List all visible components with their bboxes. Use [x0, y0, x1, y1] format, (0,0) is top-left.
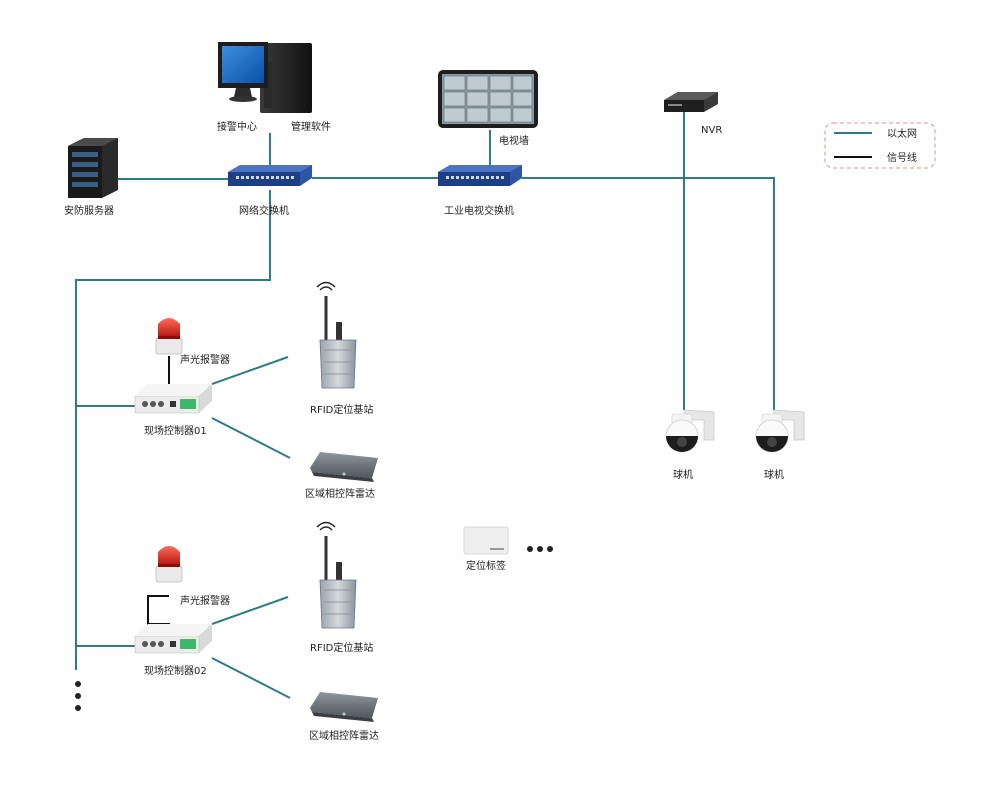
alarm-1-label: 声光报警器: [180, 353, 230, 366]
switch-icon: [228, 165, 312, 186]
rfid-base-station-icon: [316, 521, 357, 629]
nvr-icon: [664, 92, 718, 112]
mgmt-software-label: 管理软件: [291, 120, 331, 133]
controller-icon: [134, 384, 212, 414]
rfid-1-label: RFID定位基站: [310, 403, 373, 416]
tv-wall-label: 电视墙: [499, 134, 529, 147]
radar-1-label: 区域相控阵雷达: [305, 487, 375, 500]
radar-icon: [310, 692, 378, 722]
dome-cam-2-label: 球机: [764, 468, 784, 481]
rfid-base-station-icon: [316, 281, 357, 389]
ethernet-links: [75, 112, 775, 699]
ellipsis-icon: [527, 546, 553, 552]
alarm-light-icon: [155, 318, 183, 355]
radar-2-label: 区域相控阵雷达: [309, 729, 379, 742]
radar-icon: [310, 452, 378, 482]
server-icon: [68, 138, 118, 198]
tag-icon: [463, 526, 509, 555]
legend-signal-label: 信号线: [887, 151, 917, 164]
alarm-light-icon: [155, 546, 183, 583]
link-controller1-radar1: [211, 417, 291, 459]
switch-icon: [438, 165, 522, 186]
industrial-switch-label: 工业电视交换机: [444, 204, 514, 217]
dome-camera-icon: [755, 409, 805, 453]
alarm-center-label: 接警中心: [217, 120, 257, 133]
security-server-label: 安防服务器: [64, 204, 114, 217]
controller-1-label: 现场控制器01: [144, 424, 207, 437]
signal-alarm2-controller2: [147, 595, 170, 625]
tag-label: 定位标签: [466, 559, 506, 572]
dome-camera-icon: [665, 409, 715, 453]
legend-ethernet-label: 以太网: [887, 127, 917, 140]
legend-box: [824, 122, 936, 169]
nvr-label: NVR: [701, 125, 722, 136]
dome-cam-1-label: 球机: [673, 468, 693, 481]
link-switch-bus: [75, 190, 271, 670]
link-controller2-rfid2: [211, 596, 289, 625]
rfid-2-label: RFID定位基站: [310, 641, 373, 654]
link-controller2-radar2: [211, 657, 291, 699]
network-switch-label: 网络交换机: [239, 204, 289, 217]
ellipsis-icon: [75, 681, 81, 711]
link-controller1-rfid1: [211, 356, 289, 385]
tv-wall-icon: [438, 70, 538, 128]
desktop-pc-icon: [218, 42, 312, 113]
legend: 以太网 信号线: [824, 122, 936, 169]
link-industrial-cam2: [522, 177, 775, 410]
alarm-2-label: 声光报警器: [180, 594, 230, 607]
controller-icon: [134, 624, 212, 654]
controller-2-label: 现场控制器02: [144, 664, 207, 677]
